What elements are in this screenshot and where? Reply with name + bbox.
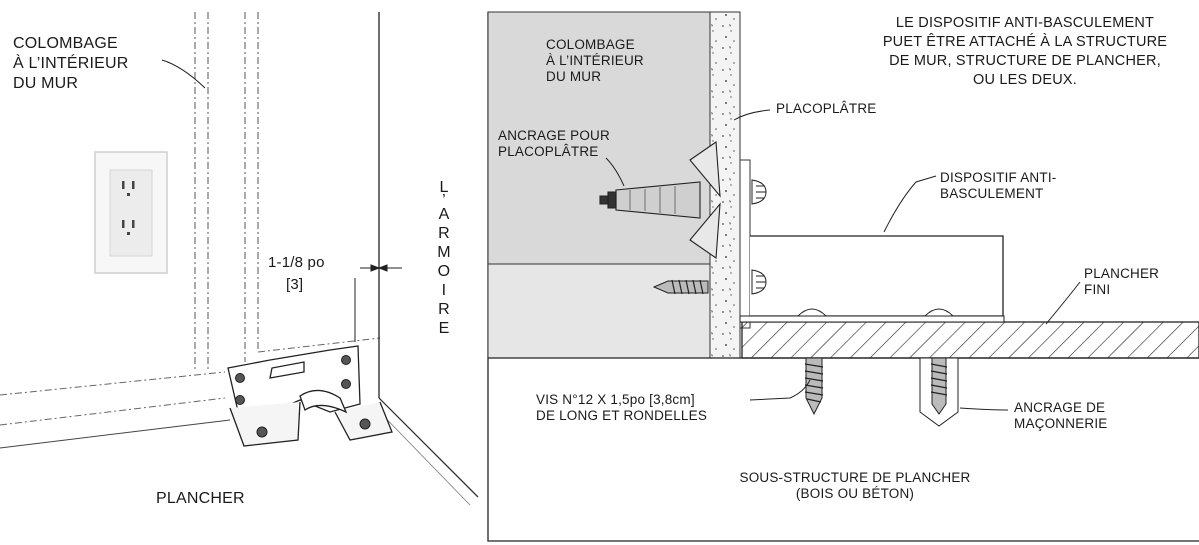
left-floor-dashed-lines [0,337,381,426]
left-stud-leader [161,59,206,89]
gap-dimension-lines [354,264,402,342]
masonry-anchor [919,357,959,427]
gap-dimension-label: 1-1/8 po [268,254,325,271]
finished-floor [741,321,1199,359]
cabinet-floor-edge [378,397,479,498]
screw-spec-label: VIS N°12 X 1,5po [3,8cm] DE LONG ET ROND… [536,392,708,423]
left-floor-line [0,419,231,449]
wall-screw [652,279,709,295]
finished-floor-label: PLANCHER FINI [1084,266,1160,297]
anti-tip-device-label: DISPOSITIF ANTI- BASCULEMENT [940,170,1057,201]
section-stud [487,11,711,265]
masonry-anchor-label: ANCRAGE DE MAÇONNERIE [1014,400,1108,431]
left-stud-outline [194,12,259,372]
cabinet-vertical-label: L ’ A R M O I R E [437,179,451,337]
mounting-note: LE DISPOSITIF ANTI-BASCULEMENT PUET ÊTRE… [882,15,1168,88]
right-section-view [487,11,1199,542]
floor-screw [804,357,824,416]
subfloor-label: SOUS-STRUCTURE DE PLANCHER (BOIS OU BÉTO… [739,470,971,501]
left-floor-label: PLANCHER [156,490,245,507]
left-anti-tip-bracket [227,345,393,447]
wall-outlet [94,151,168,274]
section-drywall [709,11,741,359]
left-perspective-view [0,12,479,506]
section-stud-label: COLOMBAGE À L’INTÉRIEUR DU MUR [546,37,644,84]
drywall-toggle-anchor [599,141,721,259]
gap-metric-label: [3] [286,276,304,293]
drywall-label: PLACOPLÂTRE [776,101,877,116]
leader-lines [605,109,1081,411]
left-stud-label: COLOMBAGE À L’INTÉRIEUR DU MUR [13,35,129,92]
drywall-anchor-label: ANCRAGE POUR PLACOPLÂTRE [498,128,610,159]
